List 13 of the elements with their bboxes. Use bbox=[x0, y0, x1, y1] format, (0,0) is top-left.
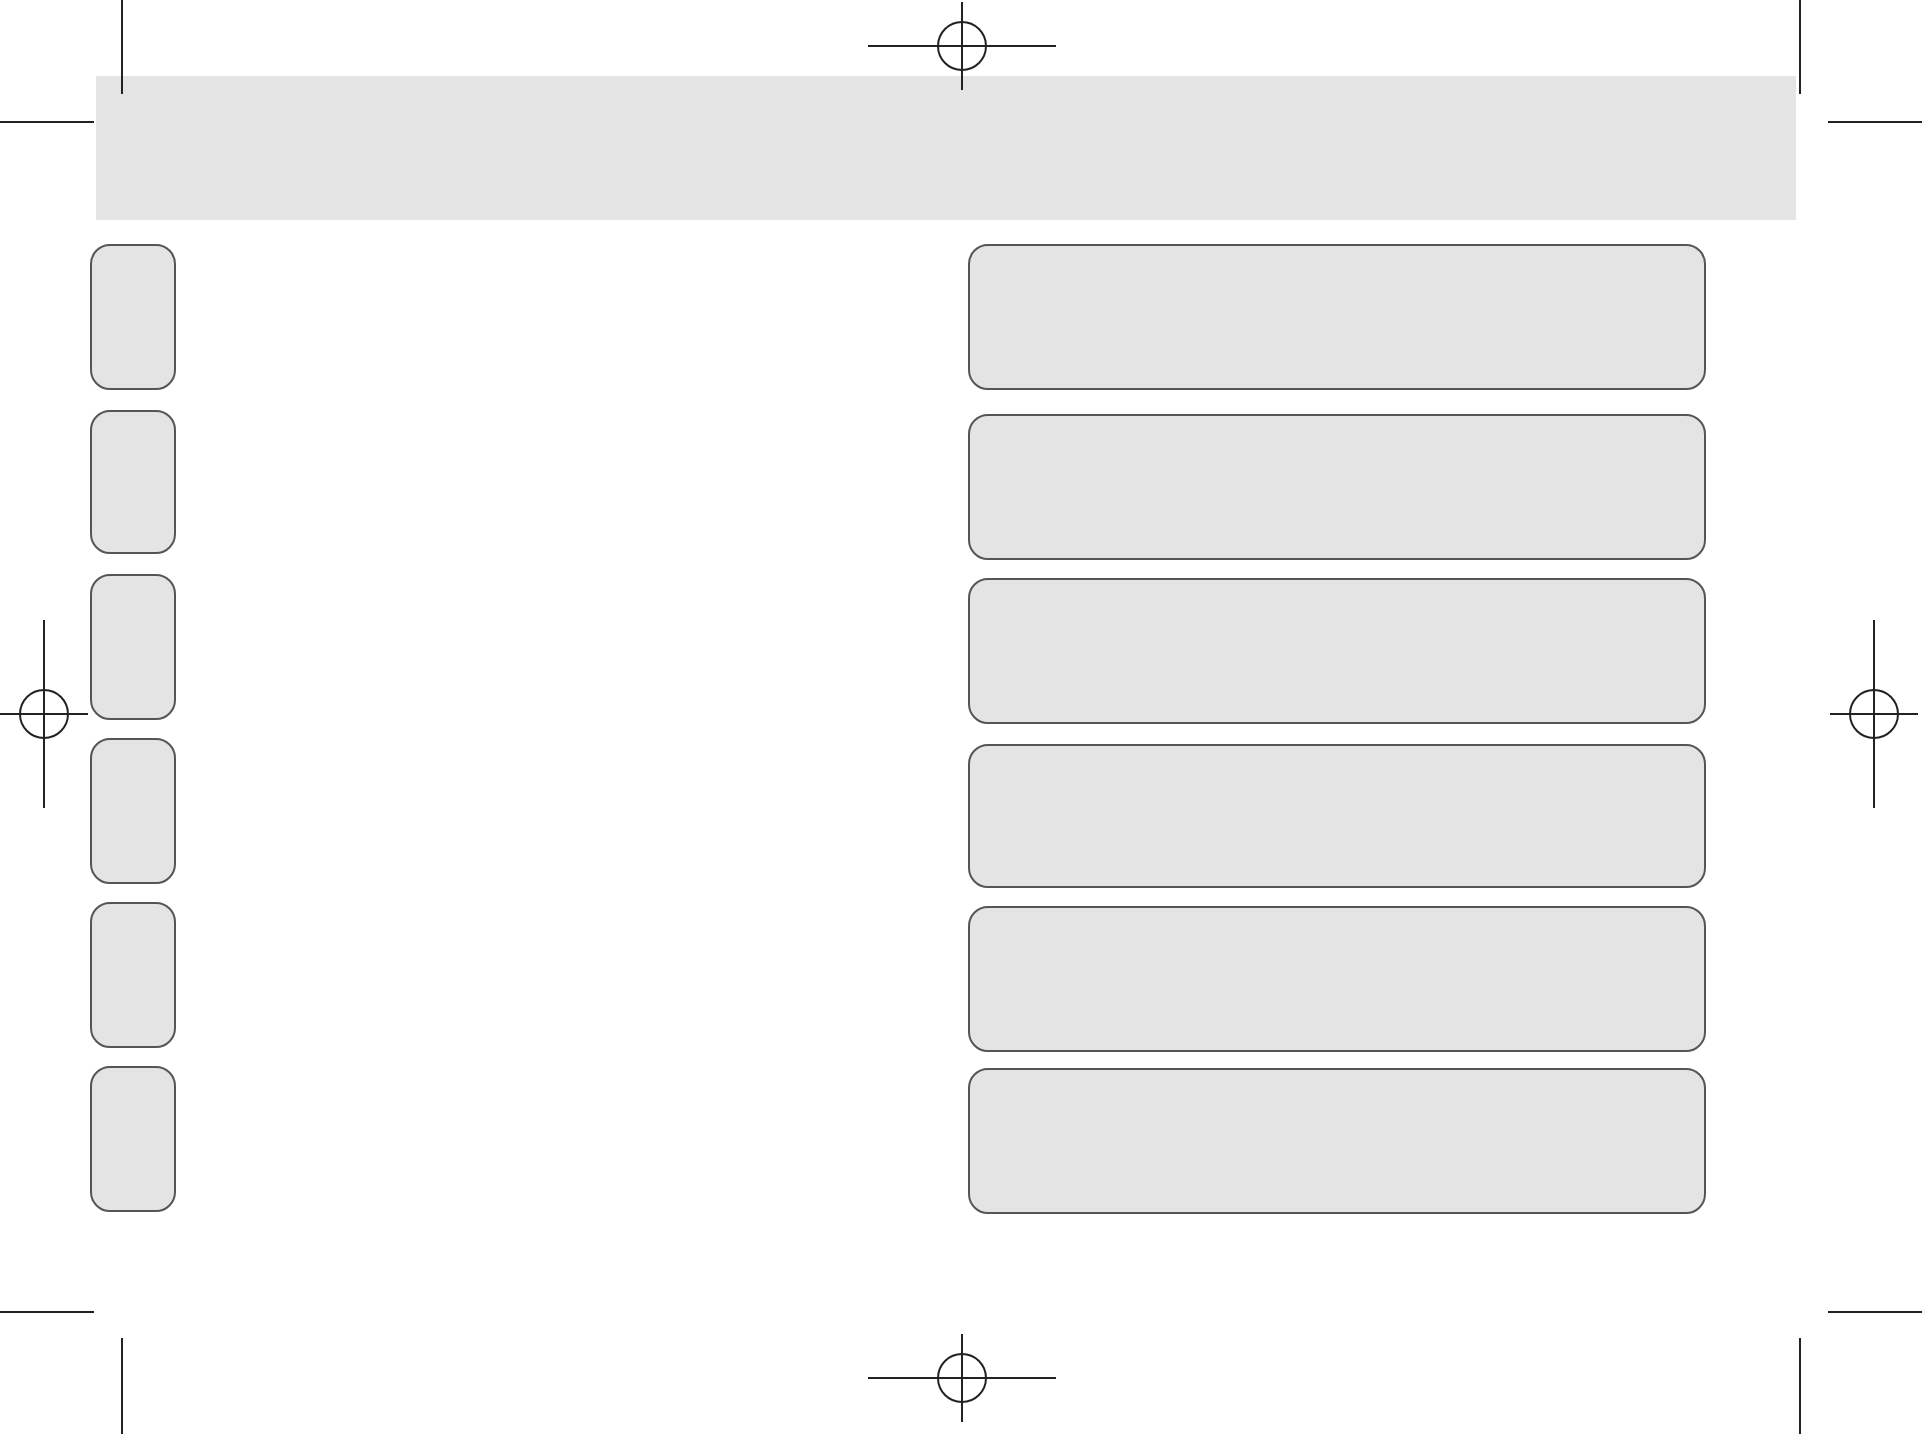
rounded-box bbox=[90, 902, 176, 1048]
rounded-box bbox=[968, 1068, 1706, 1214]
rounded-box bbox=[968, 578, 1706, 724]
rounded-box bbox=[968, 906, 1706, 1052]
rounded-box bbox=[968, 244, 1706, 390]
rounded-box bbox=[90, 574, 176, 720]
rounded-box bbox=[968, 414, 1706, 560]
header-band bbox=[96, 76, 1796, 220]
rounded-box bbox=[968, 744, 1706, 888]
rounded-box bbox=[90, 738, 176, 884]
rounded-box bbox=[90, 1066, 176, 1212]
rounded-box bbox=[90, 410, 176, 554]
rounded-box bbox=[90, 244, 176, 390]
